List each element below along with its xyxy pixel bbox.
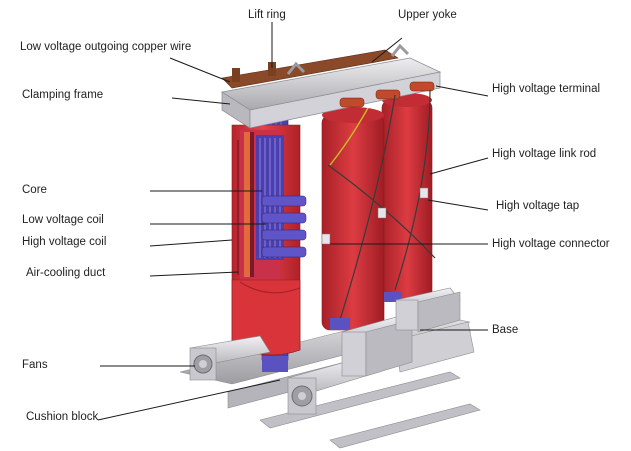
label-base: Base [492,324,519,336]
coil-a [231,124,307,356]
label-lift-ring: Lift ring [248,9,286,21]
leader-lines [97,22,489,421]
label-upper-yoke: Upper yoke [398,9,457,21]
label-cushion-block: Cushion block [26,411,99,423]
label-core: Core [22,184,47,196]
label-clamping-frame: Clamping frame [22,89,104,101]
label-high-voltage-tap: High voltage tap [496,200,580,212]
coil-c [381,93,433,301]
low-voltage-copper-bars [221,49,399,89]
label-low-voltage-coil: Low voltage coil [22,214,104,226]
high-voltage-taps [321,187,429,245]
coil-b [321,107,385,331]
high-voltage-terminals [339,81,435,108]
lift-rings [286,43,410,75]
cushion-blocks [262,292,402,372]
label-high-voltage-connector: High voltage connector [492,238,610,250]
label-low-voltage-outgoing-copper-wire: Low voltage outgoing copper wire [20,41,192,53]
label-high-voltage-terminal: High voltage terminal [492,83,601,95]
label-high-voltage-link-rod: High voltage link rod [492,148,597,160]
fan-boxes [189,287,461,415]
label-fans: Fans [22,359,48,371]
label-air-cooling-duct: Air-cooling duct [26,267,106,279]
label-high-voltage-coil: High voltage coil [22,236,107,248]
